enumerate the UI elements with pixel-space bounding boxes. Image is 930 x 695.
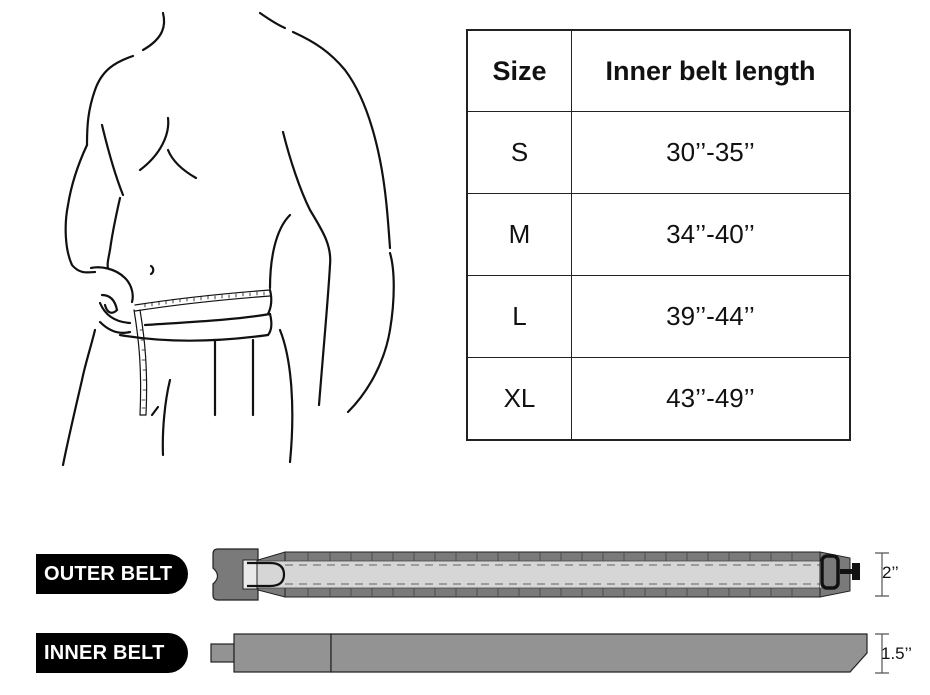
table-header-row: Size Inner belt length: [466, 29, 851, 112]
length-cell: 39’’-44’’: [571, 275, 851, 358]
outer-belt-label: OUTER BELT: [36, 554, 188, 594]
header-inner-belt-length: Inner belt length: [571, 29, 851, 112]
header-size: Size: [466, 29, 572, 112]
inner-belt-drawing: [210, 633, 889, 674]
waist-measurement-illustration: [61, 11, 395, 467]
length-cell: 43’’-49’’: [571, 357, 851, 441]
inner-belt-label: INNER BELT: [36, 633, 188, 673]
length-cell: 34’’-40’’: [571, 193, 851, 276]
size-cell: XL: [466, 357, 572, 441]
inner-belt-width-label: 1.5’’: [881, 644, 912, 663]
table-row: XL 43’’-49’’: [466, 357, 851, 441]
size-chart-table: Size Inner belt length S 30’’-35’’ M 34’…: [466, 29, 851, 441]
size-cell: S: [466, 111, 572, 194]
outer-belt-drawing: [212, 548, 889, 601]
size-cell: M: [466, 193, 572, 276]
table-row: L 39’’-44’’: [466, 275, 851, 358]
table-row: M 34’’-40’’: [466, 193, 851, 276]
outer-belt-width-label: 2’’: [882, 563, 899, 582]
belt-diagram: [210, 548, 889, 674]
size-cell: L: [466, 275, 572, 358]
length-cell: 30’’-35’’: [571, 111, 851, 194]
table-row: S 30’’-35’’: [466, 111, 851, 194]
